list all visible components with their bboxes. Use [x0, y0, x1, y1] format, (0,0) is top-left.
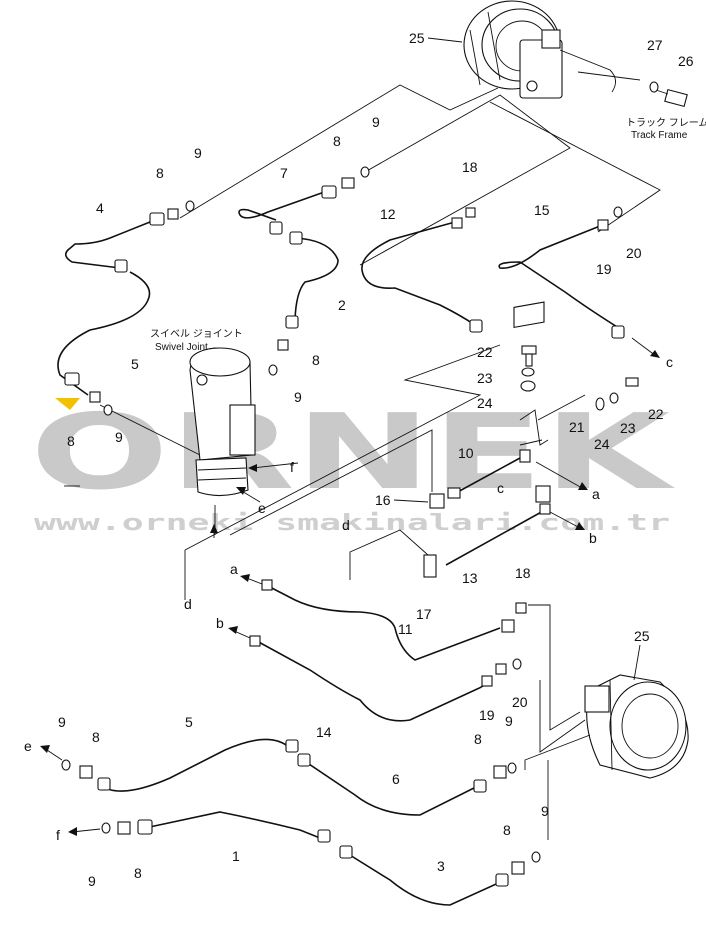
pipe-2-upper [294, 237, 339, 321]
letter-a-right: a [592, 486, 600, 502]
watermark: ORNEK www.orneki smakinalari.com.tr [30, 391, 675, 536]
label-21: 21 [569, 419, 585, 435]
label-8-a: 8 [156, 165, 164, 181]
pipe-11 [265, 584, 501, 661]
label-9-e: 9 [58, 714, 66, 730]
label-5-b: 5 [185, 714, 193, 730]
pipe-13 [445, 509, 546, 566]
label-3: 3 [437, 858, 445, 874]
label-9-f: 9 [505, 713, 513, 729]
label-22-b: 22 [648, 406, 664, 422]
label-18-b: 18 [515, 565, 531, 581]
label-9-d: 9 [115, 429, 123, 445]
letter-a-left: a [230, 561, 238, 577]
pipe-5-upper [57, 271, 151, 396]
label-25-lower: 25 [634, 628, 650, 644]
final-drive-upper [463, 0, 563, 99]
label-13: 13 [462, 570, 478, 586]
label-8-g: 8 [503, 822, 511, 838]
pipe-14 [254, 639, 491, 722]
label-5-a: 5 [131, 356, 139, 372]
label-7: 7 [280, 165, 288, 181]
label-26: 26 [678, 53, 694, 69]
pipe-12 [361, 221, 476, 326]
swivel-joint [189, 347, 256, 497]
pipe-5-lower [99, 738, 291, 792]
pipes-upper [57, 189, 623, 566]
label-8-d: 8 [67, 433, 75, 449]
fittings [61, 166, 639, 887]
label-6: 6 [392, 771, 400, 787]
letter-f-swivel: f [290, 459, 294, 475]
label-20-a: 20 [626, 245, 642, 261]
letter-c-mid: c [497, 480, 504, 496]
letter-e-lower: e [24, 738, 32, 754]
watermark-accent-mark [55, 398, 80, 410]
label-9-b: 9 [372, 114, 380, 130]
fitting-upper-4 [149, 212, 165, 226]
label-25-upper: 25 [409, 30, 425, 46]
letter-c-right: c [666, 354, 673, 370]
label-15: 15 [534, 202, 550, 218]
label-1: 1 [232, 848, 240, 864]
label-17: 17 [416, 606, 432, 622]
washer-27 [649, 81, 659, 93]
letter-d-left: d [184, 596, 192, 612]
pipe-6 [299, 757, 481, 816]
letter-e-swivel: e [258, 500, 266, 516]
label-19-a: 19 [596, 261, 612, 277]
label-9-a: 9 [194, 145, 202, 161]
label-4: 4 [96, 200, 104, 216]
label-8-b: 8 [333, 133, 341, 149]
label-8-h: 8 [134, 865, 142, 881]
label-9-c: 9 [294, 389, 302, 405]
flow-arrows [40, 337, 660, 836]
label-23-a: 23 [477, 370, 493, 386]
pipe-3 [344, 851, 506, 906]
pipe-7 [238, 189, 331, 221]
letter-b-left: b [216, 615, 224, 631]
watermark-url: www.orneki smakinalari.com.tr [34, 511, 670, 536]
track-frame-en-label: Track Frame [631, 130, 688, 141]
label-19-b: 19 [479, 707, 495, 723]
label-14: 14 [316, 724, 332, 740]
label-27: 27 [647, 37, 663, 53]
letter-f-lower: f [56, 827, 60, 843]
swivel-joint-en-label: Swivel Joint [155, 342, 208, 353]
bolt-26 [655, 88, 688, 108]
track-frame-jp-label: トラック フレーム [626, 117, 706, 129]
label-8-c: 8 [312, 352, 320, 368]
routing-lines [99, 84, 661, 840]
label-8-e: 8 [92, 729, 100, 745]
label-24-b: 24 [594, 436, 610, 452]
label-24-a: 24 [477, 395, 493, 411]
label-16: 16 [375, 492, 391, 508]
pipe-15 [498, 225, 623, 331]
letter-b-right: b [589, 530, 597, 546]
label-20-b: 20 [512, 694, 528, 710]
label-23-b: 23 [620, 420, 636, 436]
pipe-4 [64, 221, 151, 269]
track-frame-line [559, 49, 616, 93]
label-22-a: 22 [477, 344, 493, 360]
letter-d-mid: d [342, 517, 350, 533]
label-9-g: 9 [541, 803, 549, 819]
pipe-1 [144, 811, 326, 841]
label-9-h: 9 [88, 873, 96, 889]
label-18-a: 18 [462, 159, 478, 175]
label-12: 12 [380, 206, 396, 222]
label-11: 11 [398, 621, 413, 637]
connection-letters: c c a b f e d d a b e f [24, 354, 673, 843]
label-2: 2 [338, 297, 346, 313]
pipe-10 [453, 457, 521, 495]
label-8-f: 8 [474, 731, 482, 747]
part-numbers: 25 27 26 9 8 4 7 8 9 18 12 15 2 5 19 20 … [58, 30, 694, 889]
label-10: 10 [458, 445, 474, 461]
final-drive-lower [584, 674, 689, 779]
watermark-brand: ORNEK [30, 391, 675, 513]
pipes-lower [99, 584, 506, 906]
swivel-joint-jp-label: スイベル ジョイント [150, 328, 243, 340]
